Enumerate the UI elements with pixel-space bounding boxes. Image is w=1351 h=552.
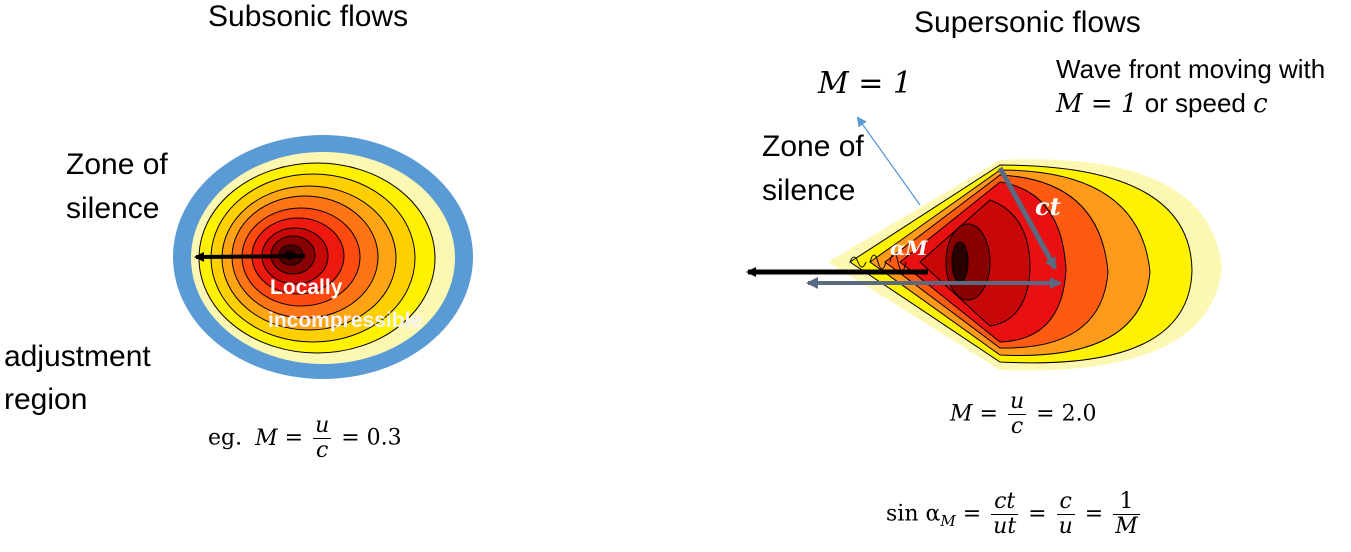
adjustment-label-1: adjustment	[4, 340, 151, 373]
supersonic-cone	[828, 159, 1222, 371]
eq-prefix: eg.	[208, 425, 243, 451]
alpha-label: αM	[890, 236, 928, 260]
ct-label: ct	[1035, 192, 1061, 221]
adjustment-label-2: region	[4, 383, 88, 416]
subsonic-equation: eg. M = u c = 0.3	[208, 413, 402, 463]
mach-leader-line	[856, 116, 921, 206]
core-label-1: Locally	[270, 276, 343, 299]
supersonic-title: Supersonic flows	[914, 6, 1141, 39]
wave-front-label-1: Wave front moving with	[1056, 54, 1326, 84]
cone-wave-blips	[849, 252, 907, 272]
supersonic-fraction: u c	[1007, 389, 1027, 439]
mach-label: M = 1	[818, 66, 913, 101]
core-label-2: incompressible	[268, 309, 423, 332]
subsonic-title: Subsonic flows	[208, 0, 409, 33]
subsonic-zone-label-2: silence	[66, 192, 160, 225]
supersonic-equation-1: M = u c = 2.0	[950, 389, 1097, 439]
subsonic-fraction: u c	[313, 413, 332, 463]
ct-radius-line	[997, 166, 1058, 270]
subsonic-zone-label-1: Zone of	[66, 148, 168, 181]
subsonic-velocity-arrow	[194, 251, 306, 262]
supersonic-zone-label-1: Zone of	[762, 130, 864, 163]
supersonic-zone-label-2: silence	[762, 174, 856, 207]
wave-front-label-2: M = 1 or speed c	[1056, 88, 1268, 119]
supersonic-equation-2: sin αM = ct ut = c u = 1 M	[886, 489, 1140, 539]
